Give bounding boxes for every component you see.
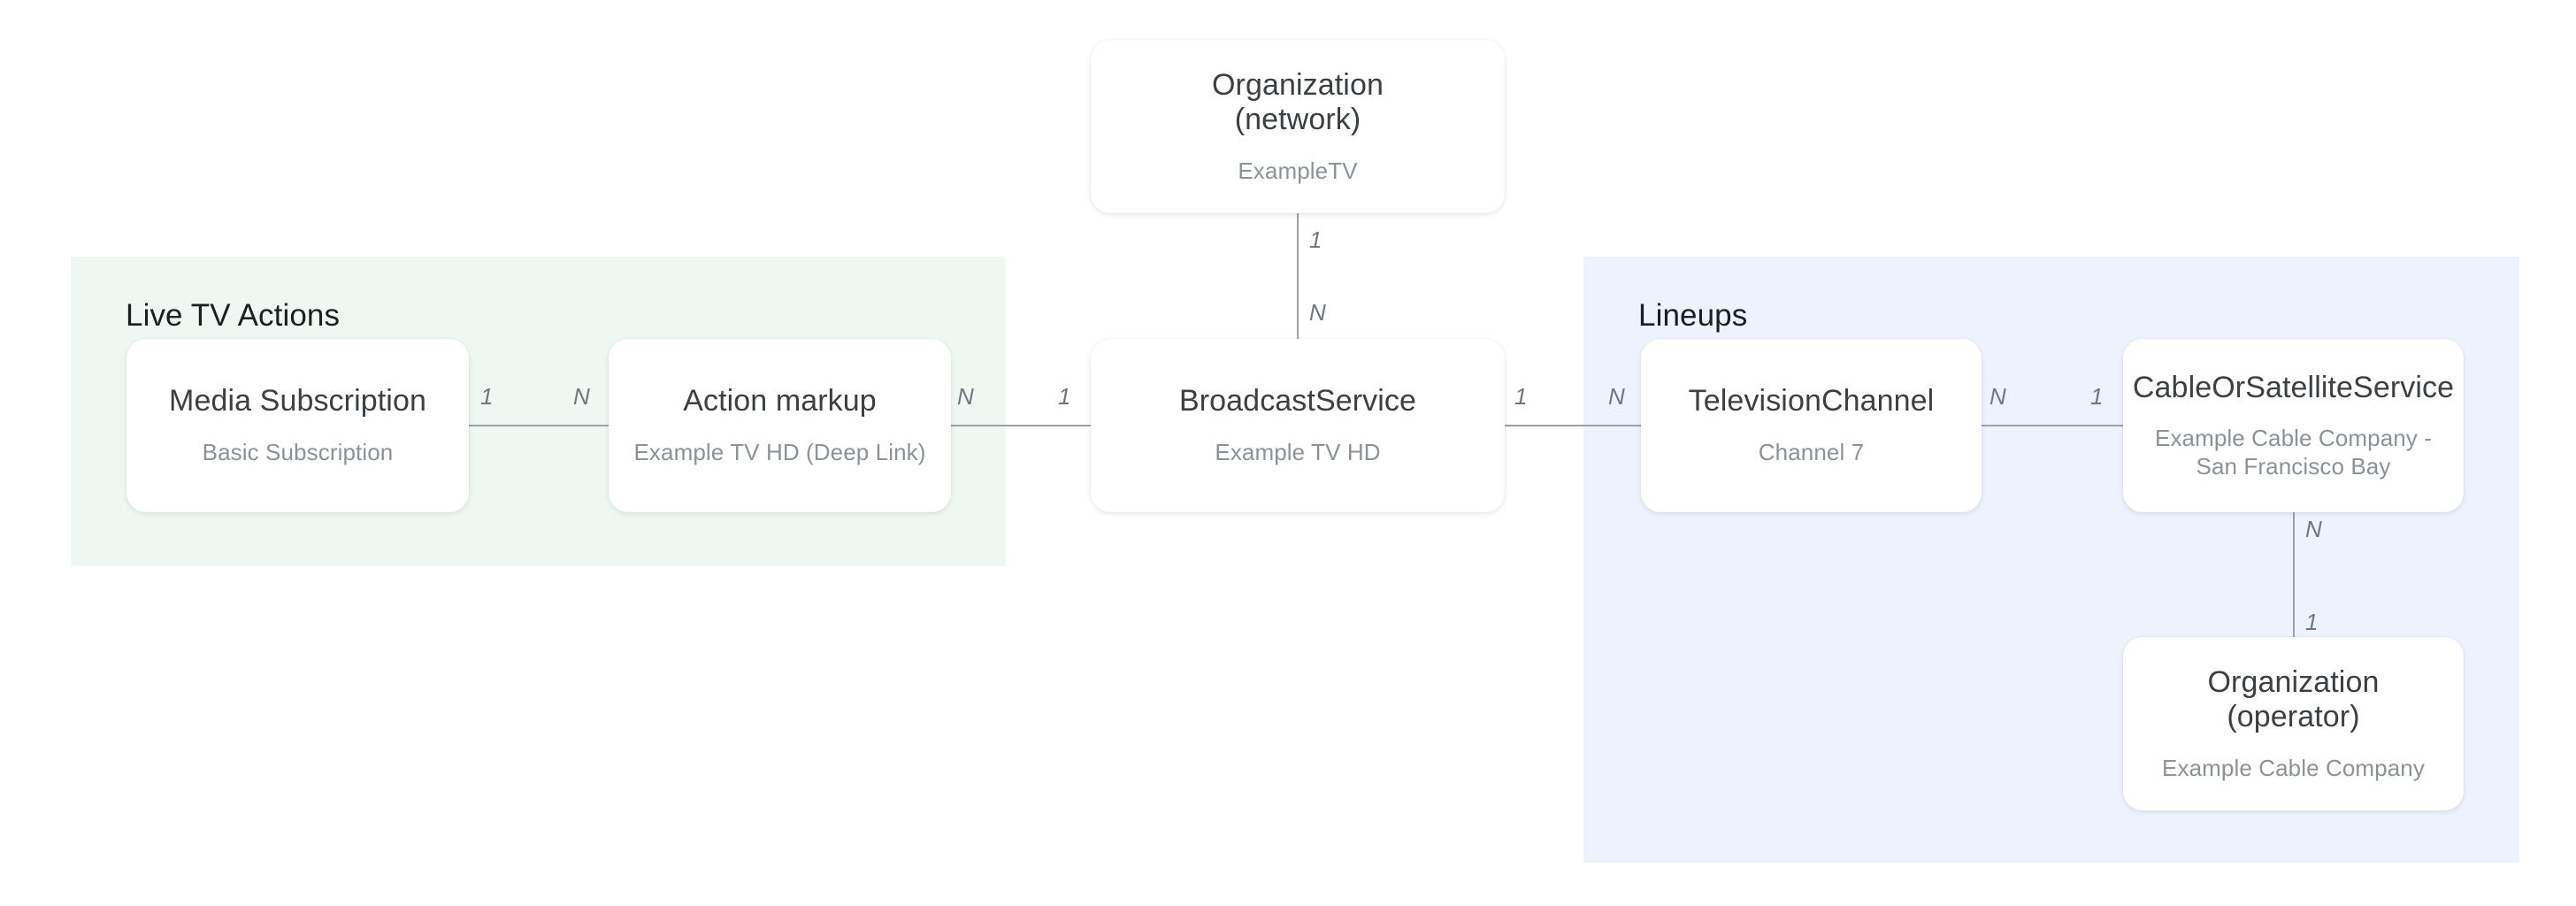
node-title: Organization (operator) [2207,664,2380,734]
node-action-markup[interactable]: Action markup Example TV HD (Deep Link) [609,339,951,512]
edge-label-cable-to-org-operator-target: 1 [2305,609,2319,635]
node-subtitle: Example Cable Company [2162,754,2425,781]
edge-broadcast-service-to-television-channel [1505,425,1641,426]
edge-cable-satellite-to-org-operator [2293,512,2295,637]
node-subtitle: Channel 7 [1758,438,1865,465]
edge-label-television-channel-to-cable-target: 1 [2090,383,2104,410]
node-subtitle: Example Cable Company - San Francisco Ba… [2155,425,2432,480]
edge-label-action-markup-to-broadcast-source: N [957,383,974,410]
edge-label-cable-to-org-operator-source: N [2305,516,2322,542]
edge-label-television-channel-to-cable-source: N [1990,383,2006,410]
edge-label-org-network-to-broadcast-target: N [1309,299,1326,326]
edge-action-markup-to-broadcast-service [951,425,1091,426]
node-broadcast-service[interactable]: BroadcastService Example TV HD [1091,339,1505,512]
node-subtitle: Basic Subscription [202,438,394,465]
group-title-lineups: Lineups [1638,298,1748,333]
edge-label-media-subscription-to-action-markup-target: N [573,383,590,410]
node-subtitle: Example TV HD (Deep Link) [633,438,926,465]
edge-media-subscription-to-action-markup [469,425,609,426]
group-title-live-tv-actions: Live TV Actions [126,298,341,333]
edge-label-org-network-to-broadcast-source: 1 [1309,226,1322,253]
node-title: Organization (network) [1212,67,1384,137]
node-title: TelevisionChannel [1688,384,1935,418]
node-subtitle: Example TV HD [1215,438,1381,465]
node-title: CableOrSatelliteService [2132,370,2455,404]
edge-television-channel-to-cable-satellite [1982,425,2123,426]
node-title: Media Subscription [169,384,426,418]
node-television-channel[interactable]: TelevisionChannel Channel 7 [1641,339,1982,512]
edge-label-broadcast-to-television-channel-source: 1 [1514,383,1528,410]
edge-label-action-markup-to-broadcast-target: 1 [1058,383,1071,410]
node-title: BroadcastService [1178,384,1417,418]
node-media-subscription[interactable]: Media Subscription Basic Subscription [126,339,469,512]
node-organization-operator[interactable]: Organization (operator) Example Cable Co… [2123,637,2464,810]
node-title: Action markup [683,384,877,418]
edge-label-broadcast-to-television-channel-target: N [1608,383,1625,410]
node-subtitle: ExampleTV [1238,157,1358,184]
edge-label-media-subscription-to-action-markup-source: 1 [480,383,494,410]
node-cable-or-satellite-service[interactable]: CableOrSatelliteService Example Cable Co… [2123,339,2464,512]
edge-org-network-to-broadcast-service [1297,213,1299,339]
node-organization-network[interactable]: Organization (network) ExampleTV [1091,40,1505,213]
